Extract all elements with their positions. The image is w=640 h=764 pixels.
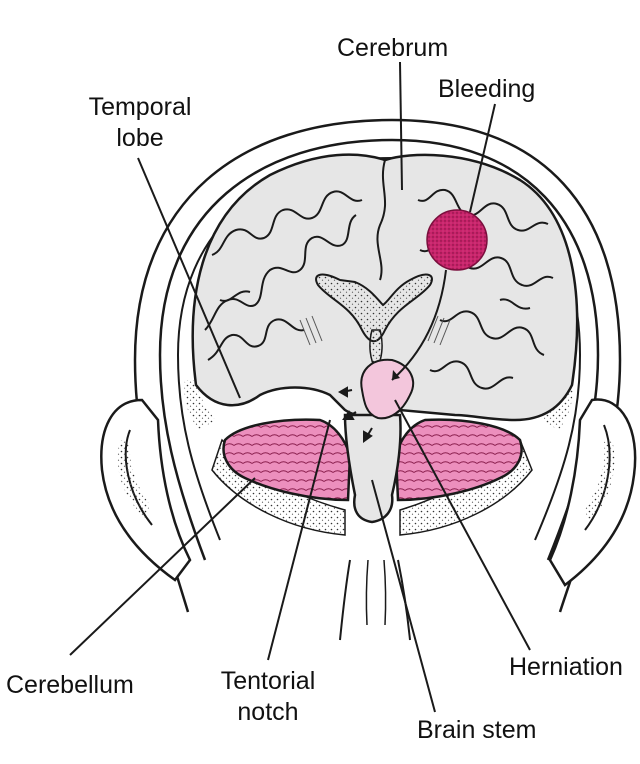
cerebellum-left (222, 418, 352, 502)
leader-brain-stem (371, 479, 436, 713)
label-bleeding: Bleeding (438, 75, 536, 103)
label-cerebellum: Cerebellum (6, 671, 134, 699)
longitudinal-fissure (376, 159, 387, 281)
neck-left (339, 559, 351, 641)
leader-herniation (394, 399, 531, 651)
label-temporal-lobe-line1: Temporal (88, 93, 192, 121)
label-temporal-lobe-line2: lobe (116, 124, 164, 152)
leader-tentorial-notch (267, 419, 331, 661)
bleeding-hemorrhage (426, 209, 488, 271)
leader-cerebellum (69, 477, 256, 656)
brain-stem (343, 413, 402, 524)
label-temporal-lobe: Temporal lobe (70, 92, 210, 154)
label-herniation: Herniation (509, 653, 623, 681)
leader-temporal-lobe (137, 157, 241, 399)
leader-bleeding (469, 103, 496, 213)
label-tentorial-notch-line1: Tentorial (220, 667, 316, 695)
lateral-ventricles (315, 273, 433, 343)
label-cerebrum: Cerebrum (337, 34, 449, 62)
label-brain-stem: Brain stem (417, 716, 537, 744)
herniation (360, 358, 415, 420)
right-ear (548, 398, 637, 587)
leader-herniation-arrow (391, 269, 447, 381)
leader-lines (69, 61, 531, 713)
leader-cerebrum (399, 61, 403, 191)
label-tentorial-notch-line2: notch (237, 698, 299, 726)
label-tentorial-notch: Tentorial notch (200, 666, 336, 728)
pressure-arrows (337, 386, 373, 443)
